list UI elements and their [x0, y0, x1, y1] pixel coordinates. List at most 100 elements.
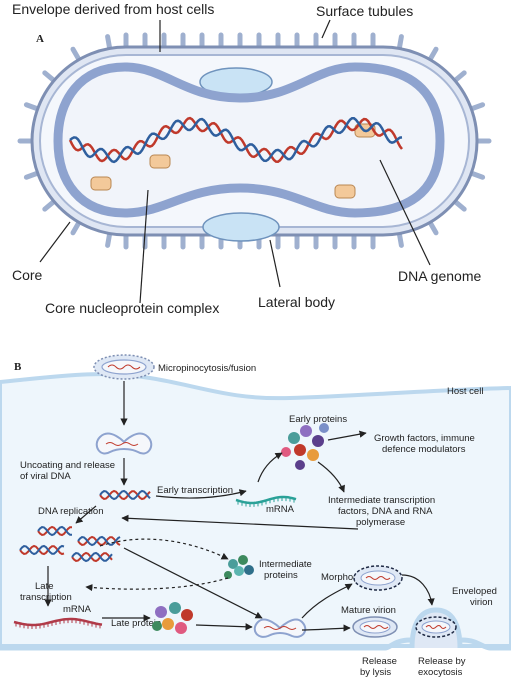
- dna-strand: [37, 525, 72, 537]
- label-late-transcription-1: Late: [35, 581, 54, 592]
- label-growth-1: Growth factors, immune: [374, 433, 475, 444]
- dna-genome: [68, 116, 403, 164]
- panel-b: B Host cell Micropinocytosis/fusion Unco…: [0, 354, 511, 678]
- label-mrna-early: mRNA: [266, 504, 295, 515]
- label-intermediate-tf-1: Intermediate transcription: [328, 495, 435, 506]
- label-enveloped-1: Enveloped: [452, 586, 497, 597]
- enveloped-virion-internal: [353, 565, 403, 591]
- uncoating-virion: [95, 432, 153, 455]
- dna-strand: [99, 489, 151, 501]
- label-dna-genome: DNA genome: [398, 268, 481, 284]
- intermediate-proteins-cluster: [224, 555, 254, 579]
- label-intermediate-tf-2: factors, DNA and RNA: [338, 506, 433, 517]
- label-intermediate-tf-3: polymerase: [356, 517, 405, 528]
- label-mrna-late: mRNA: [63, 604, 92, 615]
- arrow-tf-back: [121, 514, 359, 530]
- surface-tubule: [105, 34, 113, 51]
- surface-tubule: [42, 70, 57, 84]
- dna-strand: [99, 489, 151, 501]
- label-intermediate-proteins-2: proteins: [264, 570, 298, 581]
- label-morphogenesis: Morphogenesis: [321, 572, 386, 583]
- label-release-exo-2: exocytosis: [418, 667, 463, 678]
- released-dna: [99, 489, 151, 501]
- lateral-body-bottom: [202, 212, 280, 242]
- label-entry: Micropinocytosis/fusion: [158, 363, 256, 374]
- exocytosis-virion: [409, 607, 463, 649]
- vesicle: [334, 184, 356, 199]
- label-enveloped-2: virion: [470, 597, 493, 608]
- surface-tubule: [396, 34, 404, 51]
- late-mrna-strand: [13, 617, 103, 627]
- arrow-to-growth: [327, 430, 367, 441]
- surface-tubule: [42, 198, 57, 212]
- arrow-morphogenesis: [301, 583, 353, 619]
- arrow-late-protein-to-virion: [195, 623, 253, 631]
- early-proteins-cluster: [281, 423, 329, 470]
- dna-strand: [19, 544, 65, 556]
- arrow-mrna-to-proteins: [257, 452, 283, 483]
- surface-tubule: [396, 231, 404, 248]
- panel-b-letter: B: [14, 361, 22, 373]
- surface-tubule: [427, 219, 439, 236]
- host-cell-bottom-membrane: [0, 637, 511, 651]
- surface-tubule: [105, 231, 113, 248]
- surface-tubule: [23, 102, 41, 112]
- arrow-to-mature: [301, 624, 351, 632]
- label-mature-virion: Mature virion: [341, 605, 396, 616]
- label-late-protein: Late protein: [111, 618, 161, 629]
- leader-tubules: [321, 19, 331, 39]
- label-release-exo-1: Release by: [418, 656, 466, 667]
- late-proteins-cluster: [152, 602, 193, 634]
- surface-tubule: [427, 46, 439, 63]
- assembled-virion: [253, 618, 307, 638]
- surface-tubule: [70, 46, 82, 63]
- surface-tubule: [452, 198, 467, 212]
- surface-tubule: [468, 170, 486, 180]
- label-host-cell: Host cell: [447, 386, 483, 397]
- entering-virion: [93, 354, 155, 380]
- mature-virion: [352, 616, 398, 638]
- dna-strand: [77, 535, 121, 547]
- surface-tubule: [70, 219, 82, 236]
- label-release-lysis-1: Release: [362, 656, 397, 667]
- surface-tubule: [452, 70, 467, 84]
- vesicle: [90, 176, 112, 191]
- arrow-dashed-to-intermediate: [99, 538, 229, 560]
- label-core-nucleoprotein: Core nucleoprotein complex: [45, 300, 219, 316]
- arrow-to-exocytosis: [401, 574, 435, 606]
- surface-tubule: [23, 170, 41, 180]
- dna-strand: [71, 551, 113, 563]
- label-early-proteins: Early proteins: [289, 414, 347, 425]
- core-wall: [53, 62, 445, 218]
- label-release-lysis-2: by lysis: [360, 667, 391, 678]
- label-growth-2: defence modulators: [382, 444, 466, 455]
- label-intermediate-proteins-1: Intermediate: [259, 559, 312, 570]
- dna-strand: [19, 544, 65, 556]
- label-core: Core: [12, 267, 43, 283]
- early-mrna: [235, 495, 297, 507]
- leader-lateral-body: [269, 239, 281, 288]
- dna-strand: [77, 535, 121, 547]
- vesicle: [149, 154, 171, 169]
- replicated-dna: [19, 525, 121, 563]
- dna-strand: [71, 551, 113, 563]
- label-early-transcription: Early transcription: [157, 485, 233, 496]
- arrow-dna-replication: [75, 505, 97, 524]
- leader-core: [39, 221, 71, 263]
- surface-tubule: [468, 102, 486, 112]
- label-surface-tubules: Surface tubules: [316, 3, 413, 19]
- arrow-early-transcription: [155, 489, 247, 499]
- panel-a: A Envelope derived from hos: [12, 1, 492, 316]
- label-lateral-body: Lateral body: [258, 294, 335, 310]
- label-uncoating-1: Uncoating and release: [20, 460, 115, 471]
- panel-a-letter: A: [36, 33, 44, 45]
- label-late-transcription-2: transcription: [20, 592, 72, 603]
- leader-dna: [379, 159, 431, 266]
- label-uncoating-2: of viral DNA: [20, 471, 71, 482]
- label-dna-replication: DNA replication: [38, 506, 103, 517]
- leader-nucleoprotein: [139, 189, 149, 304]
- label-envelope: Envelope derived from host cells: [12, 1, 214, 17]
- mrna-strand: [235, 495, 297, 505]
- arrow-to-intermediate-tf: [317, 461, 345, 493]
